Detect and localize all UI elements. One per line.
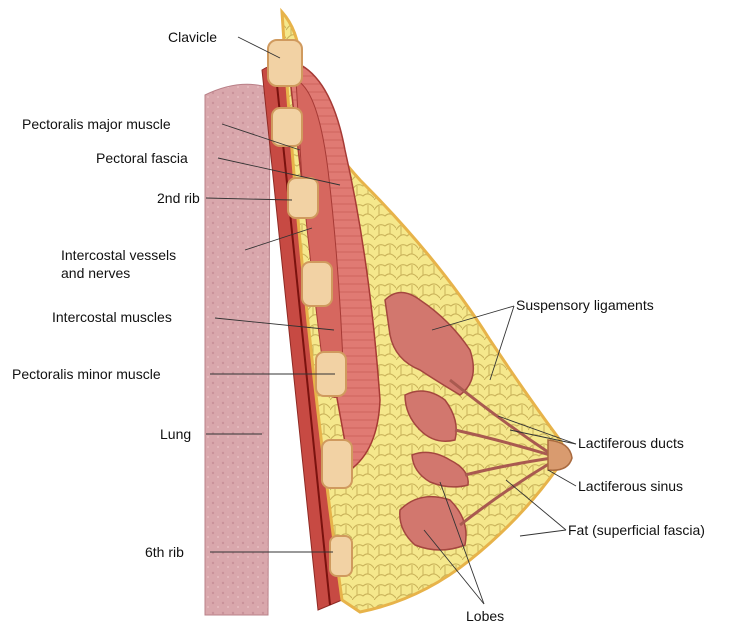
label-fat: Fat (superficial fascia) xyxy=(568,522,705,538)
label-pectoralis-major: Pectoralis major muscle xyxy=(22,116,171,132)
label-suspensory-ligaments: Suspensory ligaments xyxy=(516,297,654,313)
label-intercostal-muscles: Intercostal muscles xyxy=(52,309,172,325)
label-intercostal-vessels-line2: and nerves xyxy=(61,265,130,281)
label-pectoralis-minor: Pectoralis minor muscle xyxy=(12,366,161,382)
label-lactiferous-sinus: Lactiferous sinus xyxy=(578,478,683,494)
label-intercostal-vessels: Intercostal vessels xyxy=(61,247,176,263)
lung-region xyxy=(205,84,270,615)
label-lactiferous-ducts: Lactiferous ducts xyxy=(578,435,684,451)
label-6th-rib: 6th rib xyxy=(145,544,184,560)
leader-fat-2 xyxy=(520,530,566,536)
label-lobes: Lobes xyxy=(466,608,504,624)
label-2nd-rib: 2nd rib xyxy=(157,190,200,206)
label-pectoral-fascia: Pectoral fascia xyxy=(96,150,188,166)
nipple xyxy=(548,440,572,470)
label-clavicle: Clavicle xyxy=(168,29,217,45)
leader-sinus xyxy=(548,470,576,486)
label-lung: Lung xyxy=(160,426,191,442)
